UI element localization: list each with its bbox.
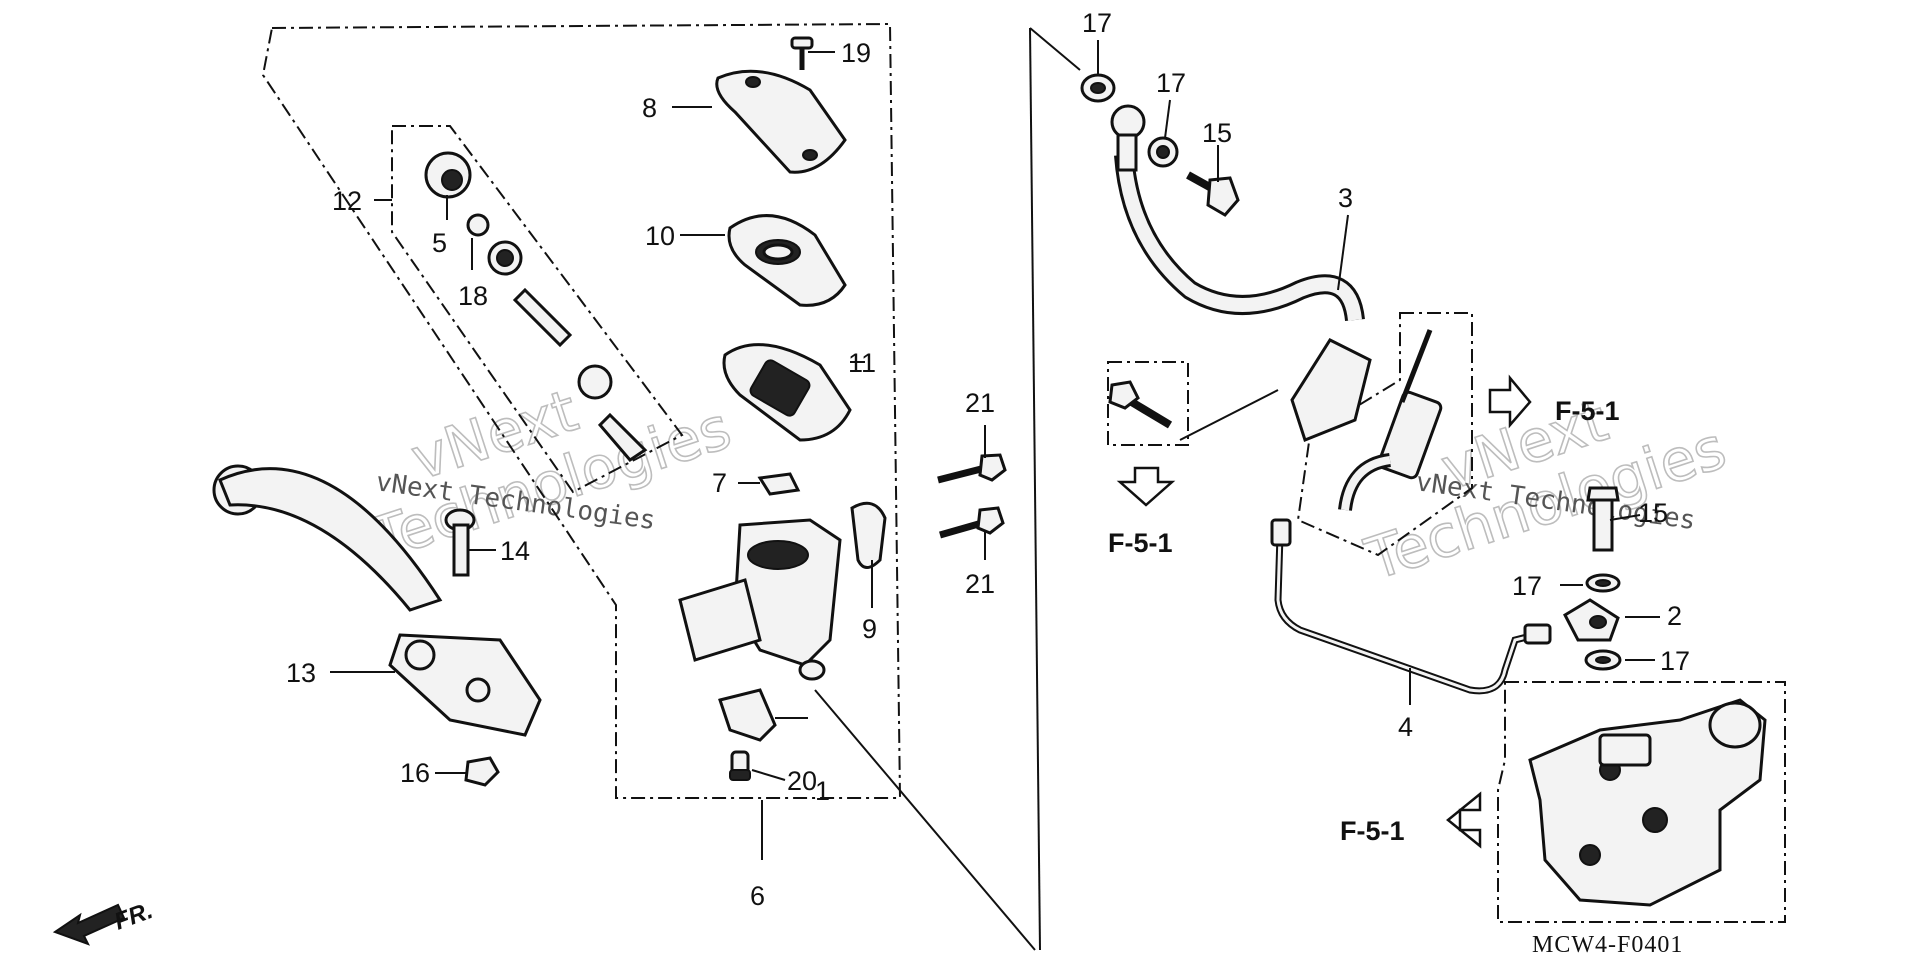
piston-kit-parts [424,151,648,462]
callout-9: 9 [862,614,877,644]
callout-5: 5 [432,228,447,258]
screw-20-part [729,750,751,781]
callout-17a: 17 [1082,8,1112,38]
callout-21b: 21 [965,569,995,599]
callout-2: 2 [1667,601,1682,631]
group-outline-valve [1296,312,1473,557]
banjo-bolt-15a-part [1186,171,1240,217]
callout-13: 13 [286,658,316,688]
brake-switch-part [718,688,777,742]
reference-arrow-b[interactable]: F-5-1 [1108,466,1176,558]
banjo-fitting-part [1110,104,1146,172]
callout-19: 19 [841,38,871,68]
group-outline-hose-assembly [1029,27,1041,951]
callout-15a: 15 [1202,118,1232,148]
reference-label: F-5-1 [1340,816,1405,846]
reference-label: F-5-1 [1108,528,1173,558]
diagram-code: MCW4-F0401 [1532,932,1683,958]
callout-18: 18 [458,281,488,311]
diaphragm-plate-part [727,214,847,307]
clip-7-part [757,472,801,496]
screw-19-part [790,36,814,70]
front-arrow-icon [52,903,126,946]
reference-arrow-c[interactable]: F-5-1 [1340,791,1482,849]
mounting-bolt-part [1108,380,1173,429]
callout-3: 3 [1338,183,1353,213]
reference-arrow-a[interactable]: F-5-1 [1488,374,1620,429]
callout-17b: 17 [1156,68,1186,98]
reservoir-cap-part [715,69,847,174]
brake-pipe-part [1270,518,1552,695]
hose-leader-line [1029,27,1081,71]
callout-11: 11 [848,348,876,378]
abs-modulator-part [1528,698,1767,907]
callout-1: 1 [815,776,830,806]
master-cylinder-body-part [678,518,842,681]
washer-17a-part [1080,73,1116,103]
bracket-9-part [850,501,887,569]
group-outline-master-cylinder [261,22,902,799]
washer-17d-part [1584,649,1622,671]
pivot-nut-part [464,756,500,787]
callout-10: 10 [645,221,675,251]
banjo-fitting-2-part [1563,598,1620,642]
washer-17c-part [1585,573,1621,593]
callout-7: 7 [712,468,727,498]
callout-labels: 1 2 3 4 5 6 7 8 9 10 11 12 13 14 15 15 1… [286,8,1690,911]
front-direction-indicator: FR. [52,897,157,946]
callout-4: 4 [1398,712,1413,742]
callout-12: 12 [332,186,362,216]
diaphragm-part [722,343,852,442]
bolt-21a-part [937,453,1007,484]
reference-label: F-5-1 [1555,396,1620,426]
callout-14: 14 [500,536,530,566]
callout-6: 6 [750,881,765,911]
callout-20: 20 [787,766,817,796]
brake-lever-part [212,464,542,737]
callout-8: 8 [642,93,657,123]
leader-lines [330,40,1660,951]
watermark-right: Technologies vNext vNext Technologies [1357,385,1735,594]
group-outline-bolt-ref [1107,361,1189,446]
callout-17c: 17 [1512,571,1542,601]
callout-17d: 17 [1660,646,1690,676]
bolt-21b-part [939,506,1005,539]
group-outline-piston-kit [391,125,684,494]
group-outline-abs-modulator [1497,681,1786,923]
proportioning-valve-part [1338,329,1443,512]
callout-21a: 21 [965,388,995,418]
brake-hose-part [1114,154,1372,442]
callout-15b: 15 [1638,498,1668,528]
watermark-left: Technologies vNext vNext Technologies [362,375,740,574]
washer-17b-part [1147,136,1179,168]
callout-16: 16 [400,758,430,788]
front-label: FR. [111,897,157,936]
